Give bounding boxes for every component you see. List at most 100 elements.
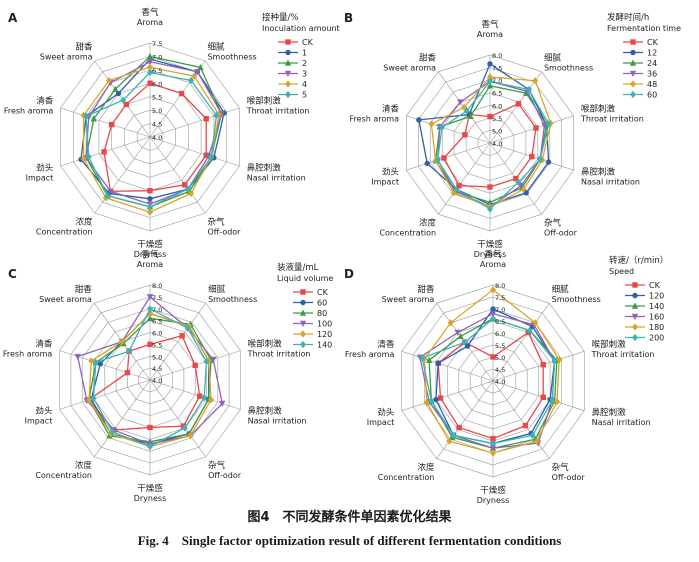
axis-label-en-fresh: Fresh aroma xyxy=(4,107,54,116)
point-120-nasal xyxy=(207,396,215,404)
axis-label-cn-concentration: 浓度 xyxy=(75,460,93,471)
legend-marker-140 xyxy=(631,302,639,309)
tick-label: 8.0 xyxy=(495,282,505,290)
point-4-offodor xyxy=(188,189,195,198)
point-120-fresh xyxy=(435,360,441,366)
panel-tag: A xyxy=(8,11,18,25)
axis-label-en-offodor: Off-odor xyxy=(208,471,242,480)
point-120-impact xyxy=(433,396,439,403)
grid-spoke xyxy=(492,351,585,382)
panel-tag: C xyxy=(8,267,17,281)
legend-marker-CK xyxy=(630,39,636,45)
axis-label-cn-aroma: 香气 xyxy=(481,19,499,30)
figure-caption-cn: 图4 不同发酵条件单因素优化结果 xyxy=(247,510,452,525)
radar-panel-A: 4.04.55.05.56.06.57.07.5香气Aroma细腻Smoothn… xyxy=(4,7,340,259)
series-140 xyxy=(90,305,210,451)
point-CK-throat xyxy=(203,116,209,122)
tick-label: 7.5 xyxy=(152,294,162,302)
legend-marker-48 xyxy=(629,80,637,88)
point-CK-concentration xyxy=(456,183,462,189)
tick-label: 5.0 xyxy=(492,127,502,135)
axis-label-cn-sweet: 甜香 xyxy=(419,52,437,63)
axis-label-en-impact: Impact xyxy=(367,418,395,427)
axis-label-en-concentration: Concentration xyxy=(36,227,93,236)
axis-label-cn-dryness: 干燥感 xyxy=(137,239,163,250)
point-60-dryness xyxy=(486,205,494,213)
axis-label-en-throat: Throat irritation xyxy=(247,349,311,358)
tick-label: 7.0 xyxy=(152,306,162,314)
point-5-impact xyxy=(85,153,92,161)
point-160-aroma xyxy=(489,311,497,318)
axis-label-cn-throat: 喉部刺激 xyxy=(592,339,627,350)
panel-tag: B xyxy=(344,11,353,25)
tick-label: 7.0 xyxy=(495,306,505,314)
axis-label-cn-impact: 劲头 xyxy=(377,407,395,418)
legend-label-80: 80 xyxy=(317,309,327,318)
axis-label-en-sweet: Sweet aroma xyxy=(39,295,92,304)
axis-label-en-throat: Throat irritation xyxy=(246,107,310,116)
point-CK-sweet xyxy=(123,101,130,108)
tick-label: 6.5 xyxy=(492,90,502,98)
point-CK-impact xyxy=(101,149,107,155)
series-60 xyxy=(434,77,552,213)
grid-spoke xyxy=(492,380,585,411)
point-48-offodor xyxy=(520,185,527,193)
axis-label-cn-fresh: 清香 xyxy=(382,103,400,114)
legend-marker-36 xyxy=(629,70,637,78)
point-200-impact xyxy=(428,397,435,405)
point-140-offodor xyxy=(181,424,188,432)
radar-panel-D: 4.04.55.05.56.06.57.07.58.0香气Aroma细腻Smoo… xyxy=(344,249,668,505)
grid-spoke xyxy=(438,142,491,215)
axis-label-cn-smoothness: 细腻 xyxy=(208,284,226,295)
point-CK-smoothness xyxy=(178,90,185,97)
axis-label-cn-offodor: 杂气 xyxy=(207,216,225,227)
legend-marker-120 xyxy=(632,292,638,299)
tick-label: 5.5 xyxy=(495,342,505,350)
axis-label-cn-dryness: 干燥感 xyxy=(477,239,503,250)
tick-label: 5.0 xyxy=(495,354,505,362)
axis-label-en-sweet: Sweet aroma xyxy=(383,63,436,72)
legend-label-160: 160 xyxy=(649,313,664,322)
legend-label-200: 200 xyxy=(649,334,664,343)
legend-marker-140 xyxy=(299,340,307,349)
axis-label-en-impact: Impact xyxy=(25,417,53,426)
legend-label-120: 120 xyxy=(317,330,332,339)
legend-label-36: 36 xyxy=(647,70,657,79)
axis-label-en-smoothness: Smoothness xyxy=(544,63,593,72)
series-line-CK xyxy=(88,335,201,431)
point-5-dryness xyxy=(146,203,154,211)
axis-label-cn-nasal: 鼻腔刺激 xyxy=(248,406,283,417)
tick-label: 6.0 xyxy=(152,330,162,338)
point-3-smoothness xyxy=(194,69,201,76)
point-CK-offodor xyxy=(522,422,529,429)
axis-label-cn-offodor: 杂气 xyxy=(544,218,562,229)
point-60-concentration xyxy=(453,185,460,193)
legend-marker-200 xyxy=(631,333,639,342)
point-80-aroma xyxy=(146,314,154,321)
point-140-sweet xyxy=(126,347,133,355)
point-200-dryness xyxy=(489,439,497,447)
axis-label-en-offodor: Off-odor xyxy=(544,229,578,238)
axis-label-cn-throat: 喉部刺激 xyxy=(247,96,282,107)
axis-label-en-fresh: Fresh aroma xyxy=(345,350,395,359)
point-CK-aroma xyxy=(147,80,153,86)
legend-label-CK: CK xyxy=(649,281,661,290)
point-4-smoothness xyxy=(191,72,198,80)
legend-marker-24 xyxy=(629,59,637,66)
legend-label-CK: CK xyxy=(302,38,314,47)
tick-label: 6.0 xyxy=(152,80,162,88)
axis-label-cn-nasal: 鼻腔刺激 xyxy=(592,407,627,418)
point-100-fresh xyxy=(74,353,81,361)
point-140-throat xyxy=(203,358,210,366)
tick-label: 4.0 xyxy=(495,378,505,386)
axis-label-cn-nasal: 鼻腔刺激 xyxy=(581,167,616,178)
radar-panel-B: 4.05.05.56.06.57.07.58.0香气Aroma细腻Smoothn… xyxy=(344,11,681,259)
point-60-fresh xyxy=(438,123,445,131)
legend-marker-CK xyxy=(632,282,638,288)
axis-label-en-concentration: Concentration xyxy=(379,229,436,238)
legend-marker-CK xyxy=(285,39,291,45)
point-5-smoothness xyxy=(188,76,195,85)
grid-spoke xyxy=(492,303,550,382)
axis-label-en-smoothness: Smoothness xyxy=(552,295,601,304)
